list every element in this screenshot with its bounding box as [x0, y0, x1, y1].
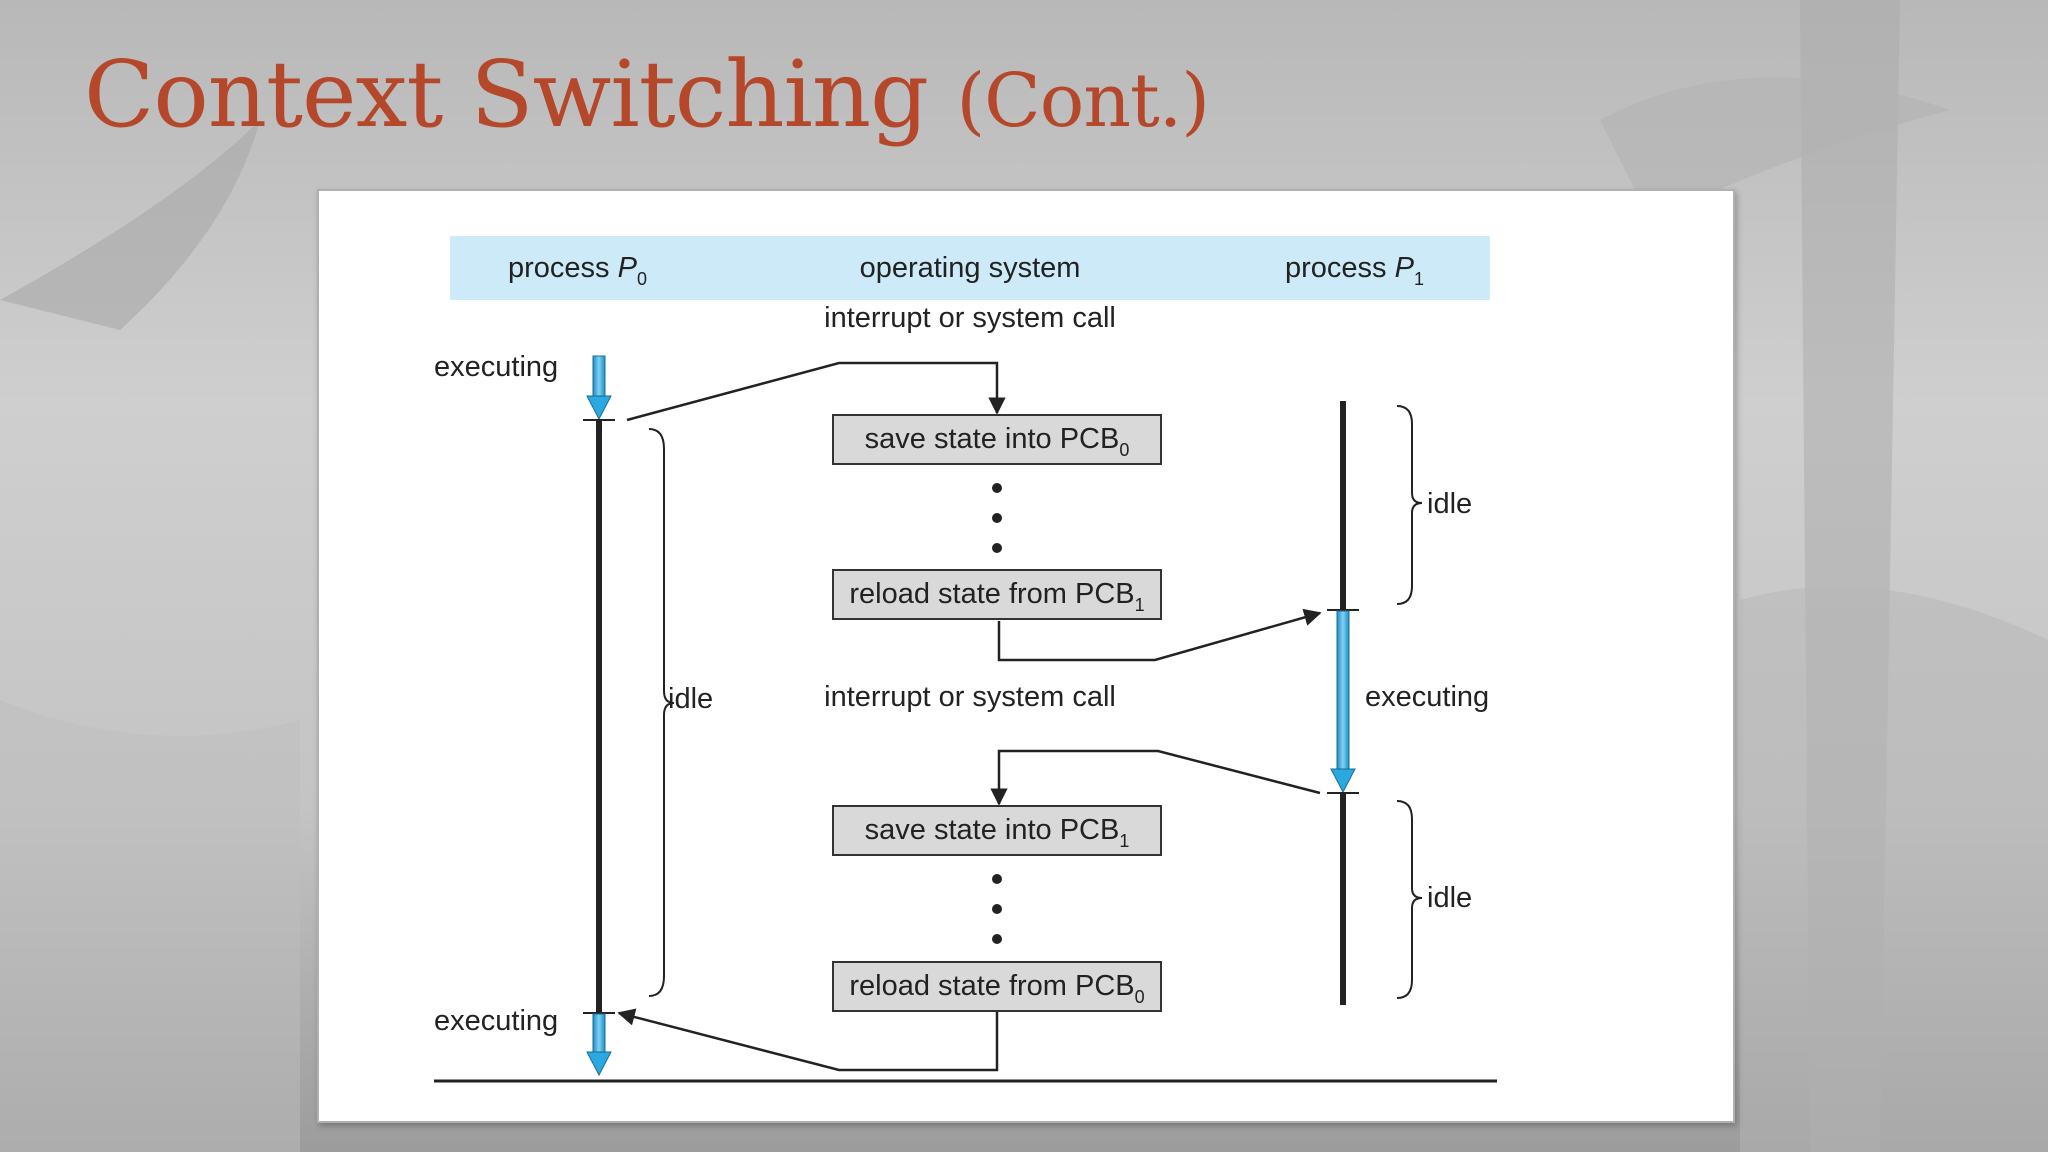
p1-idle-top-label: idle: [1427, 488, 1472, 520]
header-process-p1: process P1: [1285, 252, 1424, 289]
p0-executing-top-label: executing: [434, 351, 558, 383]
interrupt-label-top: interrupt or system call: [824, 302, 1116, 334]
p0-executing-arrow-bottom: [583, 1012, 615, 1077]
p0-executing-arrow-top: [583, 355, 615, 421]
title-subtitle: (Cont.): [956, 58, 1210, 144]
p1-executing-label: executing: [1365, 681, 1489, 713]
arrow-reload-pcb0-to-p0: [617, 1008, 999, 1072]
arrow-p1-to-save-pcb1: [990, 749, 1321, 806]
header-band: [450, 236, 1490, 300]
header-operating-system: operating system: [860, 252, 1081, 284]
svg-text:reload state from PCB1: reload state from PCB1: [849, 578, 1144, 615]
context-switch-diagram: process P0 operating system process P1 i…: [434, 236, 1497, 1083]
slide-title: Context Switching (Cont.): [84, 41, 1210, 148]
interrupt-label-middle: interrupt or system call: [824, 681, 1116, 713]
p1-idle-brace-top: [1396, 405, 1423, 605]
p0-idle-brace: [648, 428, 675, 997]
p0-idle-label: idle: [668, 683, 713, 715]
diagram-panel: process P0 operating system process P1 i…: [317, 189, 1735, 1123]
p1-idle-bottom-label: idle: [1427, 882, 1472, 914]
title-main: Context Switching: [84, 41, 929, 148]
arrow-reload-pcb1-to-p1: [997, 608, 1322, 662]
box-reload-state-pcb0: reload state from PCB0: [832, 961, 1162, 1012]
ellipsis-dots-bottom: [992, 874, 1002, 944]
p0-executing-bottom-label: executing: [434, 1005, 558, 1037]
p1-idle-brace-bottom: [1396, 800, 1423, 999]
header-process-p0: process P0: [508, 252, 647, 289]
box-reload-state-pcb1: reload state from PCB1: [832, 569, 1162, 620]
box-save-state-pcb0: save state into PCB0: [832, 414, 1162, 465]
svg-text:save state into PCB1: save state into PCB1: [865, 814, 1130, 851]
svg-text:reload state from PCB0: reload state from PCB0: [849, 970, 1144, 1007]
ellipsis-dots-top: [992, 483, 1002, 553]
svg-text:save state into PCB0: save state into PCB0: [865, 423, 1130, 460]
box-save-state-pcb1: save state into PCB1: [832, 805, 1162, 856]
arrow-p0-to-save-pcb0: [626, 361, 1006, 422]
p1-executing-arrow: [1327, 609, 1359, 794]
